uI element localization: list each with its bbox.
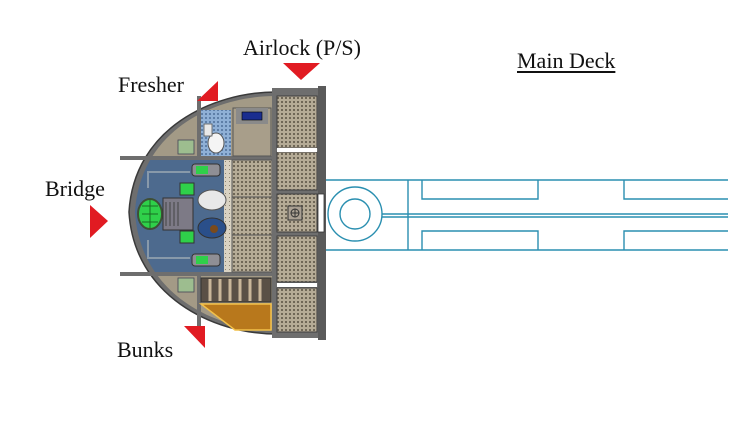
- bunk-mattress: [198, 303, 272, 331]
- outline-ring-outer: [327, 186, 383, 242]
- airlock-panel: [276, 151, 318, 191]
- console-top: [177, 139, 195, 155]
- console-screen: [179, 230, 195, 244]
- outline-compartment: [623, 230, 728, 250]
- fresher-label: Fresher: [118, 72, 184, 97]
- airlock-panel: [276, 235, 318, 283]
- fresher-room: [201, 107, 272, 157]
- airlock-panel-top: [276, 95, 318, 149]
- outline-compartment: [623, 180, 728, 200]
- bunks-room: [198, 277, 272, 331]
- crew-member-icon: [210, 225, 218, 233]
- pilot-seat-icon: [197, 189, 227, 211]
- bridge: [137, 163, 221, 267]
- cockpit-deck: [197, 159, 273, 273]
- airlock-label: Airlock (P/S): [243, 35, 361, 60]
- outline-ring-inner: [339, 198, 371, 230]
- airlock-marker-icon: [283, 63, 320, 80]
- toilet-icon: [207, 132, 225, 154]
- outline-compartment: [421, 180, 539, 200]
- fresher-marker-icon: [197, 81, 218, 101]
- locker-display-icon: [241, 111, 263, 121]
- airlock-column: [272, 86, 326, 340]
- airlock-panel-bottom: [276, 287, 318, 333]
- page-title: Main Deck: [517, 48, 616, 73]
- sink-icon: [203, 123, 213, 137]
- bridge-marker-icon: [90, 205, 108, 238]
- bridge-label: Bridge: [45, 176, 105, 201]
- markers: [90, 63, 320, 348]
- console-screen: [179, 182, 195, 196]
- deck-outline: [326, 179, 728, 251]
- bunks-marker-icon: [184, 326, 205, 348]
- outline-compartment: [421, 230, 539, 250]
- console-bottom: [177, 277, 195, 293]
- bunks-label: Bunks: [117, 337, 174, 362]
